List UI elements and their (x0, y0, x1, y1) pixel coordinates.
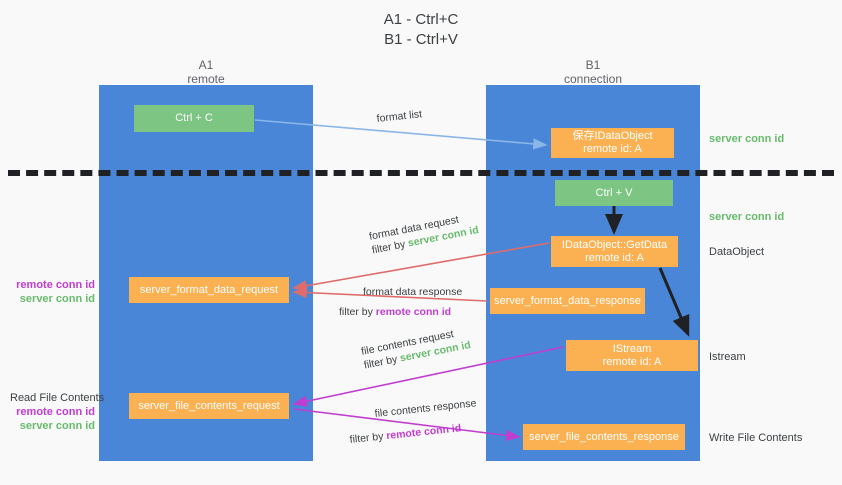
node-server-file-contents-response[interactable]: server_file_contents_response (523, 424, 685, 450)
node-save-idataobject-line1: 保存IDataObject (572, 130, 653, 142)
title-line-1: A1 - Ctrl+C (383, 11, 459, 28)
edge-label-format-data-request: format data request filter by server con… (368, 209, 480, 257)
filter-prefix: filter by (339, 306, 376, 318)
annotation-read-file-contents-group: Read File Contents remote conn id server… (10, 391, 105, 433)
filter-prefix: filter by (349, 430, 387, 446)
node-save-idataobject-line2: remote id: A (583, 143, 642, 155)
annotation-dataobject: DataObject (709, 246, 765, 258)
annotation-server-conn-id-1: server conn id (19, 293, 95, 305)
edge-label-file-contents-response: file contents response (374, 397, 477, 420)
column-header-a1-role: remote (187, 72, 225, 86)
filter-value: remote conn id (385, 422, 462, 443)
node-ctrl-v[interactable]: Ctrl + V (555, 180, 673, 206)
node-getdata-line2: remote id: A (585, 251, 644, 264)
filter-value: remote conn id (375, 306, 452, 318)
column-header-b1: B1 connection (486, 58, 700, 86)
annotation-server-conn-id-mid: server conn id (709, 211, 785, 223)
edge-label-file-contents-response-filter: filter by remote conn id (349, 421, 462, 447)
title-line-2: B1 - Ctrl+V (384, 31, 458, 48)
edge-label-format-list: format list (376, 108, 423, 125)
column-header-b1-name: B1 (585, 58, 601, 72)
phase-separator-dashed-line (8, 170, 834, 176)
annotation-conn-ids-format: remote conn id server conn id (10, 278, 95, 306)
column-header-a1-name: A1 (198, 58, 214, 72)
annotation-istream: Istream (709, 351, 746, 363)
node-istream[interactable]: IStream remote id: A (566, 340, 698, 371)
annotation-read-file-contents: Read File Contents (10, 392, 105, 404)
node-istream-line1: IStream (612, 342, 652, 355)
edge-label-format-data-response-filter: filter by remote conn id (339, 305, 451, 319)
node-ctrl-c[interactable]: Ctrl + C (134, 105, 254, 132)
column-header-a1: A1 remote (99, 58, 313, 86)
node-getdata-line1: IDataObject::GetData (561, 238, 668, 251)
annotation-server-conn-id-top: server conn id (709, 133, 785, 145)
column-header-b1-role: connection (563, 72, 623, 86)
page-title: A1 - Ctrl+C B1 - Ctrl+V (0, 10, 842, 50)
node-server-file-contents-request[interactable]: server_file_contents_request (129, 393, 289, 419)
node-istream-line2: remote id: A (602, 355, 662, 368)
node-server-format-data-response[interactable]: server_format_data_response (490, 288, 645, 314)
node-server-format-data-request[interactable]: server_format_data_request (129, 277, 289, 303)
edge-label-file-contents-request: file contents request filter by server c… (360, 324, 472, 372)
annotation-remote-conn-id-1: remote conn id (16, 279, 95, 291)
annotation-remote-conn-id-2: remote conn id (16, 406, 95, 418)
node-idataobject-getdata[interactable]: IDataObject::GetData remote id: A (551, 236, 678, 267)
edge-label-format-data-response: format data response (363, 286, 463, 298)
annotation-write-file-contents: Write File Contents (709, 432, 803, 444)
annotation-server-conn-id-2: server conn id (19, 420, 95, 432)
node-save-idataobject[interactable]: 保存IDataObject remote id: A (551, 128, 674, 158)
